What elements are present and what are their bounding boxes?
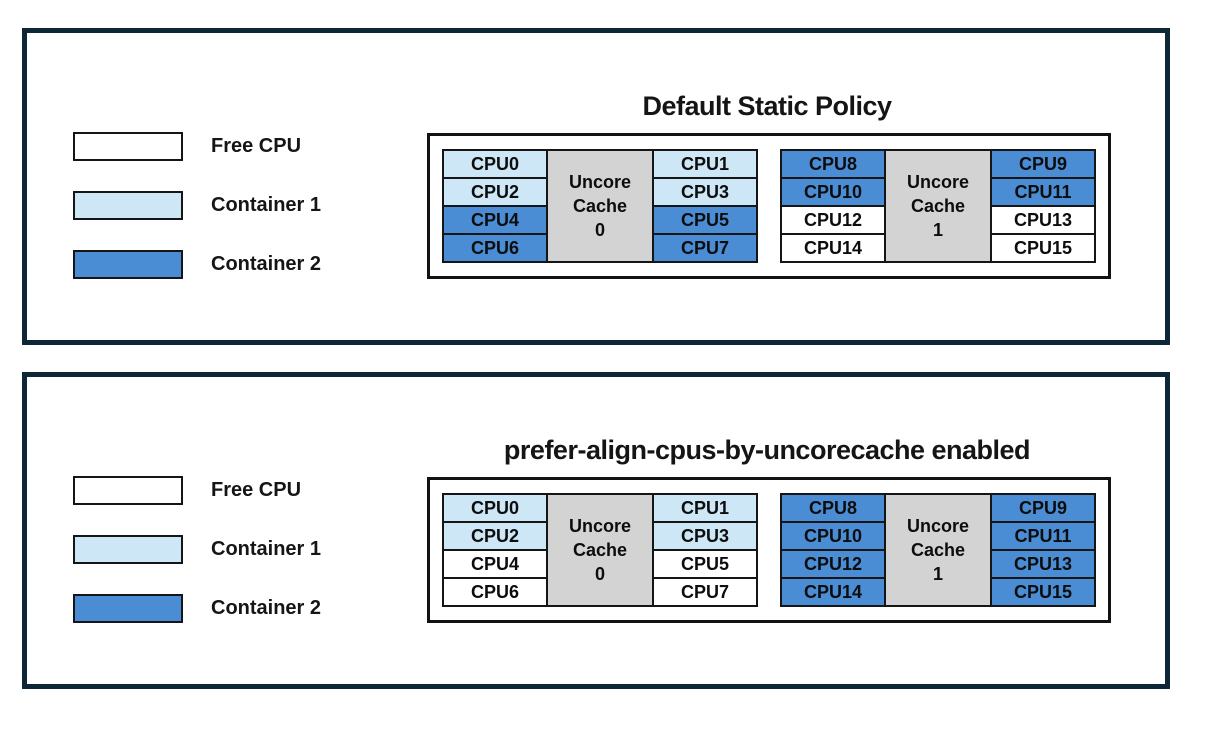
- uncore-cache-label-line: Uncore: [568, 516, 631, 536]
- legend-label: Container 1: [211, 538, 322, 560]
- cpu6-cell: CPU6: [442, 577, 548, 607]
- cpu5-cell: CPU5: [652, 205, 758, 235]
- legend-swatch-container-2: [73, 594, 183, 623]
- cpu0-cell: CPU0: [442, 149, 548, 179]
- cpu5-cell: CPU5: [652, 549, 758, 579]
- cpu3-cell: CPU3: [652, 521, 758, 551]
- uncore-cache-label-line: Cache: [572, 196, 628, 216]
- legend-label: Container 2: [211, 597, 322, 619]
- legend: Free CPU Container 1 Container 2: [73, 476, 321, 623]
- legend-swatch-container-2: [73, 250, 183, 279]
- uncore-cache-label-line: 0: [594, 220, 605, 240]
- legend-item-container-1: Container 1: [73, 191, 321, 220]
- uncore-cache-label-line: Cache: [572, 540, 628, 560]
- panel-prefer-align-cpus-by-uncorecache: prefer-align-cpus-by-uncorecache enabled…: [22, 372, 1170, 689]
- panel-default-static-policy: Default Static Policy Free CPU Container …: [22, 28, 1170, 345]
- legend-label: Free CPU: [211, 479, 302, 501]
- legend-label: Free CPU: [211, 135, 302, 157]
- legend-swatch-free-cpu: [73, 132, 183, 161]
- cpu1-cell: CPU1: [652, 493, 758, 523]
- uncore-cache-label-line: Uncore: [906, 172, 969, 192]
- cpu4-cell: CPU4: [442, 549, 548, 579]
- cpu15-cell: CPU15: [990, 233, 1096, 263]
- legend-item-container-2: Container 2: [73, 594, 321, 623]
- uncore-cache-label-line: Cache: [910, 196, 966, 216]
- cpu6-cell: CPU6: [442, 233, 548, 263]
- cpu8-cell: CPU8: [780, 493, 886, 523]
- legend-item-free-cpu: Free CPU: [73, 476, 321, 505]
- cpu10-cell: CPU10: [780, 521, 886, 551]
- cpu14-cell: CPU14: [780, 577, 886, 607]
- cpu13-cell: CPU13: [990, 549, 1096, 579]
- cpu12-cell: CPU12: [780, 205, 886, 235]
- uncore-cache-label-line: Cache: [910, 540, 966, 560]
- uncore-cache-label-line: 1: [932, 220, 943, 240]
- legend-label: Container 1: [211, 194, 322, 216]
- legend-item-free-cpu: Free CPU: [73, 132, 321, 161]
- cpu7-cell: CPU7: [652, 577, 758, 607]
- uncore-cache-label-line: 1: [932, 564, 943, 584]
- legend-swatch-container-1: [73, 535, 183, 564]
- uncore-cache-label-line: 0: [594, 564, 605, 584]
- uncore-cache-label-line: Uncore: [568, 172, 631, 192]
- legend-item-container-1: Container 1: [73, 535, 321, 564]
- cpu2-cell: CPU2: [442, 177, 548, 207]
- panel-title: prefer-align-cpus-by-uncorecache enabled: [503, 435, 1031, 466]
- cpu4-cell: CPU4: [442, 205, 548, 235]
- legend: Free CPU Container 1 Container 2: [73, 132, 321, 279]
- cpu3-cell: CPU3: [652, 177, 758, 207]
- legend-item-container-2: Container 2: [73, 250, 321, 279]
- cpu0-cell: CPU0: [442, 493, 548, 523]
- cpu13-cell: CPU13: [990, 205, 1096, 235]
- cpu12-cell: CPU12: [780, 549, 886, 579]
- cpu2-cell: CPU2: [442, 521, 548, 551]
- cpu1-cell: CPU1: [652, 149, 758, 179]
- cpu11-cell: CPU11: [990, 177, 1096, 207]
- cpu15-cell: CPU15: [990, 577, 1096, 607]
- panel-title: Default Static Policy: [642, 91, 892, 122]
- cpu11-cell: CPU11: [990, 521, 1096, 551]
- legend-swatch-container-1: [73, 191, 183, 220]
- cpu7-cell: CPU7: [652, 233, 758, 263]
- cpu9-cell: CPU9: [990, 493, 1096, 523]
- cpu8-cell: CPU8: [780, 149, 886, 179]
- cpu9-cell: CPU9: [990, 149, 1096, 179]
- uncore-cache-label-line: Uncore: [906, 516, 969, 536]
- cpu10-cell: CPU10: [780, 177, 886, 207]
- cpu14-cell: CPU14: [780, 233, 886, 263]
- legend-swatch-free-cpu: [73, 476, 183, 505]
- legend-label: Container 2: [211, 253, 322, 275]
